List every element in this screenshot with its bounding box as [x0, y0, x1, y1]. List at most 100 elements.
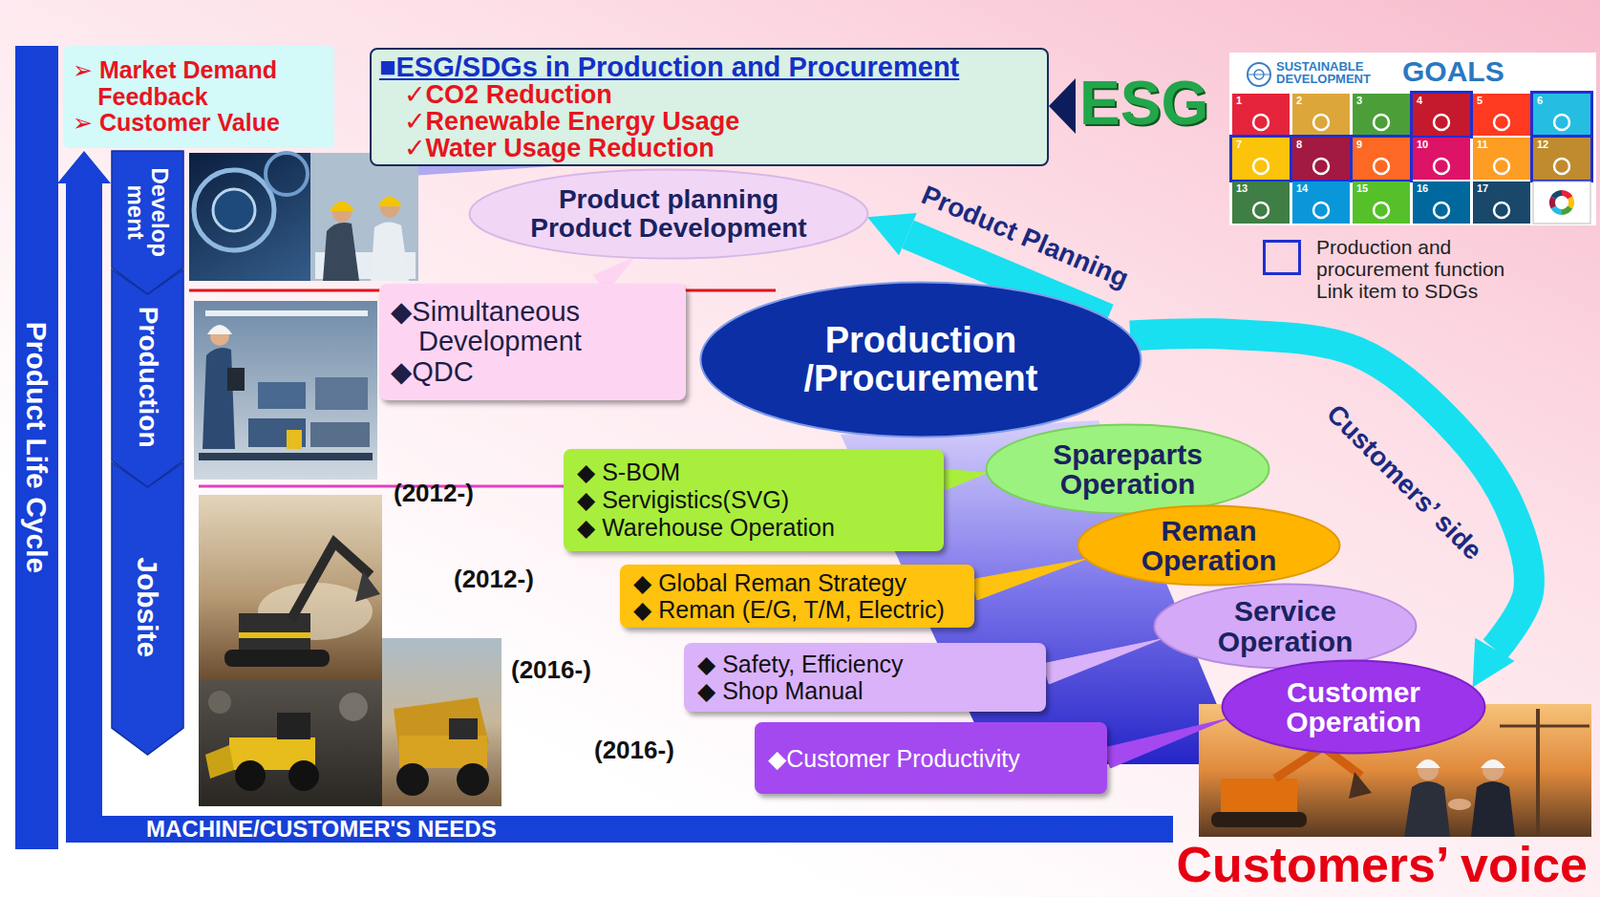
node-text: ■ESG/SDGs in Production and Procurement: [379, 52, 1038, 82]
goal-number: 16: [1416, 183, 1429, 194]
ellipse-outline: [469, 170, 869, 259]
factory-photo-part: [205, 310, 368, 317]
sdg-tile-part: [1313, 158, 1329, 174]
node-text: Production: [133, 306, 162, 448]
text-area: Develop ment: [111, 150, 184, 295]
goal-number: 8: [1296, 139, 1302, 150]
label-holder: 13: [1236, 183, 1248, 194]
sdg-tile-part: [1253, 158, 1269, 174]
sdg-tile-part: [1493, 114, 1510, 130]
planning-ellipse: Product planningProduct Development: [468, 168, 870, 260]
factory-photo-part: [257, 382, 306, 409]
customer-photo-part: [1448, 798, 1472, 811]
text-area: Service Operation: [1152, 582, 1418, 670]
arrow-head: [1472, 638, 1515, 688]
ellipse-outline: [1154, 584, 1417, 669]
customer-photo-part: [1348, 771, 1372, 799]
callout-pointer: [971, 558, 1087, 600]
sdg-tile-part: [1253, 202, 1269, 218]
ellipse-outline: [986, 425, 1270, 514]
label-holder: Customers’ voice: [1175, 839, 1588, 891]
engineering-photo-part: [329, 201, 355, 213]
operation-ellipse: Customer Operation: [1220, 659, 1487, 755]
sdg-tile: [1291, 136, 1352, 182]
label-holder: ESG: [1079, 72, 1209, 135]
sdg-tile: [1352, 181, 1410, 224]
sdg-tile: [1351, 136, 1412, 182]
node-text: Product Development: [496, 213, 841, 243]
excavator-photo: [198, 494, 383, 681]
factory-photo-part: [286, 429, 302, 449]
legend-text: Production and procurement function Link…: [1316, 235, 1532, 302]
callout-box: ◆ Global Reman Strategy◆ Reman (E/G, T/M…: [619, 564, 975, 628]
excavator-photo-part: [198, 494, 383, 681]
excavator-photo-part: [291, 542, 371, 619]
text-area: ◆ S-BOM◆ Servigistics(SVG)◆ Warehouse Op…: [563, 448, 944, 552]
dump-truck-photo: [382, 638, 502, 807]
sdg-tile: [1472, 181, 1531, 224]
sdg-tile-part: [1412, 137, 1471, 180]
legend-swatch: [1262, 239, 1302, 276]
label-holder: 12: [1536, 139, 1549, 150]
feedback-arrow-part: [65, 179, 103, 843]
goal-number: 10: [1416, 139, 1429, 150]
goal-number: 17: [1476, 183, 1489, 194]
life-cycle-band: Product Life Cycle: [15, 45, 59, 850]
ellipse-outline: [1078, 506, 1341, 586]
ellipse-outline: [701, 282, 1142, 438]
engineering-photo-part: [193, 170, 275, 251]
callout-box: ◆Customer Productivity: [754, 722, 1108, 794]
customer-photo-part: [1415, 759, 1441, 768]
sdg-tile-part: [1351, 136, 1412, 182]
label-holder: 5: [1476, 95, 1483, 107]
label-holder: GOALS: [1402, 57, 1505, 87]
year-note: (2012-): [393, 480, 474, 507]
production-ellipse: Production /Procurement: [699, 280, 1143, 439]
excavator-photo-part: [238, 613, 311, 650]
label-holder: 9: [1356, 139, 1363, 150]
factory-photo-part: [202, 347, 235, 449]
node-text: Jobsite: [132, 556, 164, 658]
goal-number: 7: [1236, 139, 1242, 150]
excavator-photo-part: [238, 632, 311, 639]
text-area: Production /Procurement: [699, 280, 1143, 439]
goal-number: 1: [1236, 95, 1242, 107]
sdg-tile: [1472, 137, 1531, 180]
text-area: ◆ Global Reman Strategy◆ Reman (E/G, T/M…: [619, 564, 975, 628]
node-text: Service Operation: [1185, 596, 1387, 657]
needs-band: MACHINE/CUSTOMER'S NEEDS: [65, 815, 1174, 843]
esg-box: ■ESG/SDGs in Production and Procurement✓…: [369, 47, 1049, 167]
sdg-tile-part: [1292, 181, 1350, 224]
node-text: Customer Operation: [1253, 677, 1454, 738]
feedback-arrow-part: [57, 150, 111, 184]
year-note: (2012-): [453, 566, 534, 593]
sdg-heading: SUSTAINABLE DEVELOPMENT: [1276, 60, 1396, 86]
goal-number: 3: [1356, 95, 1363, 107]
edge-label-holder: Product Planning: [917, 181, 1132, 293]
node-text: ◆ Reman (E/G, T/M, Electric): [633, 596, 965, 623]
sdg-tile-part: [1533, 181, 1591, 224]
node-text: Product planning: [496, 185, 841, 214]
sdg-tile-part: [1373, 202, 1389, 218]
edge-label: Product Planning: [917, 181, 1132, 293]
pointer-wedge: [971, 558, 1087, 600]
label-holder: 14: [1296, 183, 1308, 194]
excavator-photo-part: [224, 649, 330, 667]
label-holder: 1: [1236, 95, 1242, 107]
goal-number: 5: [1476, 95, 1483, 107]
sdg-tile-part: [1532, 92, 1593, 138]
sdg-tile-part: [1232, 181, 1290, 224]
engineering-photo: [189, 152, 419, 281]
excavator-photo-part: [355, 571, 381, 602]
sdg-tile: [1532, 136, 1593, 182]
sdg-tile-part: [1493, 202, 1510, 218]
goal-number: 4: [1416, 95, 1423, 107]
phase-arrow: Develop ment: [111, 150, 184, 295]
sdg-tile-part: [1472, 137, 1531, 180]
customer-photo-part: [1480, 759, 1506, 768]
node-text: ◆QDC: [390, 357, 677, 387]
node-text: ◆ Safety, Efficiency: [697, 650, 1037, 678]
sdg-panel-part: [1247, 74, 1271, 76]
legend: Production and procurement function Link…: [1262, 235, 1532, 302]
factory-photo: [193, 300, 378, 480]
